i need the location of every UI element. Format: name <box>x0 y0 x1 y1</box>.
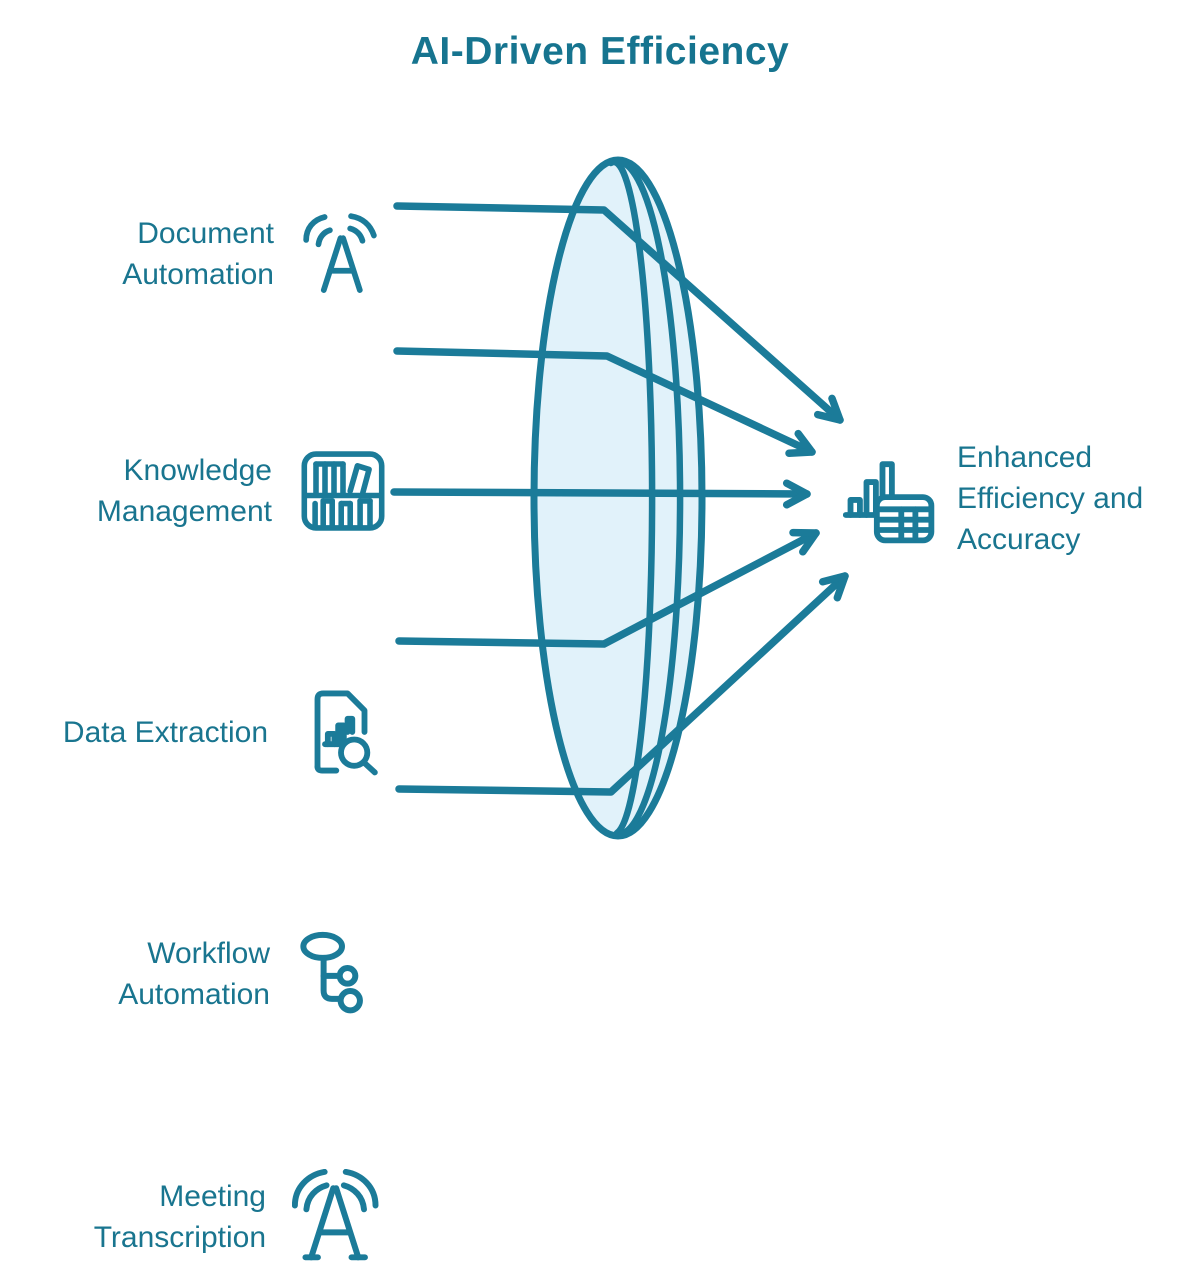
lens-inner-edge <box>611 158 684 838</box>
output-group: Enhanced Efficiency and Accuracy <box>843 436 1143 561</box>
output-label: Enhanced Efficiency and Accuracy <box>957 437 1143 560</box>
input-label: Meeting Transcription <box>94 1176 266 1258</box>
input-label-line: Knowledge <box>123 454 272 487</box>
output-label-line: Enhanced <box>957 441 1093 474</box>
lens-inner-edge <box>607 158 656 837</box>
document-chart-magnifier-icon <box>314 690 378 776</box>
bookshelf-icon <box>301 451 385 531</box>
ray-workflow-automation <box>395 529 820 648</box>
input-row-workflow-automation: Workflow Automation <box>20 926 388 1022</box>
arrowhead <box>818 572 849 602</box>
input-label: Knowledge Management <box>97 450 272 532</box>
input-label-line: Document <box>137 217 274 250</box>
ray-data-extraction <box>390 488 811 498</box>
input-label-line: Data Extraction <box>62 715 268 749</box>
ray-document-automation <box>393 202 844 424</box>
page-title: AI-Driven Efficiency <box>410 30 790 73</box>
input-row-document-automation: Document Automation <box>20 206 388 302</box>
arrowhead <box>782 479 811 509</box>
input-label-line: Transcription <box>93 1221 266 1254</box>
ray-meeting-transcription <box>395 572 849 796</box>
input-label: Workflow Automation <box>118 933 270 1015</box>
rays <box>390 202 849 796</box>
output-label-line: Accuracy <box>957 523 1081 556</box>
arrowhead <box>813 394 844 424</box>
input-row-meeting-transcription: Meeting Transcription <box>20 1169 388 1265</box>
input-row-data-extraction: Data Extraction <box>20 684 388 780</box>
input-label: Document Automation <box>122 213 274 295</box>
input-label-line: Automation <box>122 258 274 291</box>
arrowhead <box>789 528 820 556</box>
ray-knowledge-management <box>393 347 816 456</box>
broadcast-a-icon <box>292 1169 379 1261</box>
bar-chart-table-icon <box>843 460 935 543</box>
flowchart-icon <box>300 931 363 1014</box>
input-label-line: Automation <box>118 978 270 1011</box>
output-label-line: Efficiency and <box>957 482 1144 515</box>
input-label-line: Workflow <box>147 937 270 970</box>
lens-and-rays-canvas <box>390 156 849 840</box>
input-label-line: Meeting <box>159 1180 266 1213</box>
input-label-line: Management <box>96 495 272 528</box>
input-row-knowledge-management: Knowledge Management <box>20 443 388 539</box>
input-label: Data Extraction <box>63 712 268 753</box>
voice-a-icon <box>303 213 377 293</box>
arrowhead <box>785 429 816 457</box>
